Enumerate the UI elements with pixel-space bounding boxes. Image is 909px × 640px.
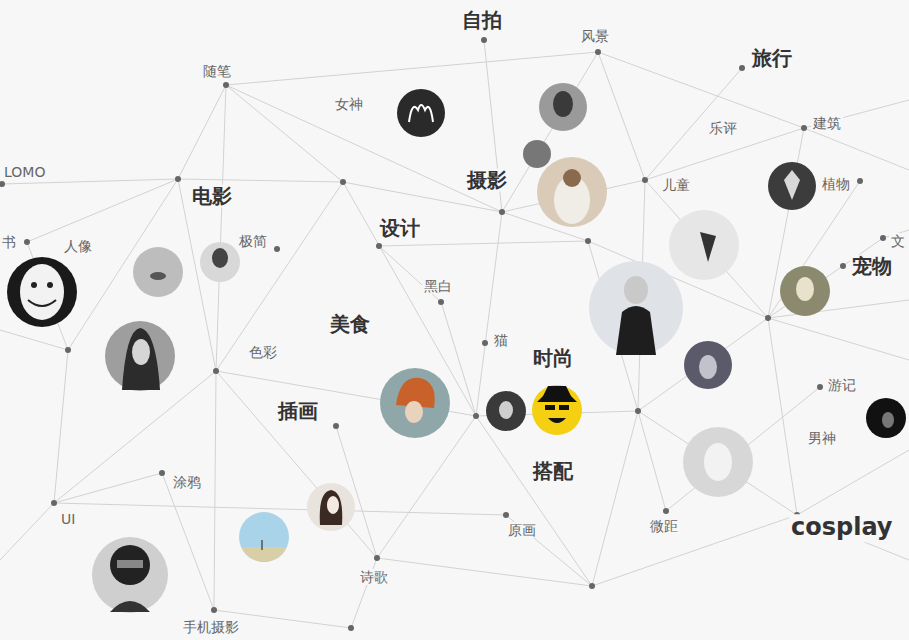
tag-label: 涂鸦	[171, 474, 203, 490]
network-lines	[0, 40, 909, 628]
avatar-pictures	[7, 83, 906, 613]
tag-label: 黑白	[422, 278, 454, 294]
tag-label: 人像	[62, 238, 94, 254]
tag-label: LOMO	[2, 164, 47, 180]
main-tag: 旅行	[750, 47, 794, 70]
tag-label: 游记	[826, 377, 858, 393]
main-tag: 设计	[378, 217, 422, 240]
tag-label: 原画	[506, 522, 538, 538]
main-tag: 美食	[328, 313, 372, 336]
tag-label: 极简	[237, 233, 269, 249]
tag-label: 随笔	[201, 63, 233, 79]
tag-label: 男神	[806, 430, 838, 446]
tag-label: 风景	[579, 28, 611, 44]
tag-label: 猫	[492, 332, 510, 348]
network-dots	[0, 37, 886, 631]
tag-label: 儿童	[660, 177, 692, 193]
tag-label: 乐评	[707, 120, 739, 136]
tag-label: 书	[0, 234, 18, 250]
main-tag: 摄影	[465, 169, 509, 192]
main-tag: 时尚	[531, 347, 575, 370]
main-tag: cosplay	[789, 514, 895, 542]
tag-label: 微距	[648, 518, 680, 534]
tag-label: 色彩	[247, 344, 279, 360]
tag-label: UI	[59, 511, 77, 527]
tag-label: 文	[889, 233, 907, 249]
tag-label: 建筑	[811, 115, 843, 131]
tag-label: 植物	[820, 176, 852, 192]
main-tag: 插画	[276, 400, 320, 423]
main-tag: 宠物	[850, 255, 894, 278]
main-tag: 自拍	[460, 9, 504, 32]
tag-label: 手机摄影	[181, 619, 241, 635]
main-tag: 电影	[190, 185, 234, 208]
tag-label: 诗歌	[358, 569, 390, 585]
tag-label: 女神	[333, 96, 365, 112]
main-tag: 搭配	[531, 460, 575, 483]
